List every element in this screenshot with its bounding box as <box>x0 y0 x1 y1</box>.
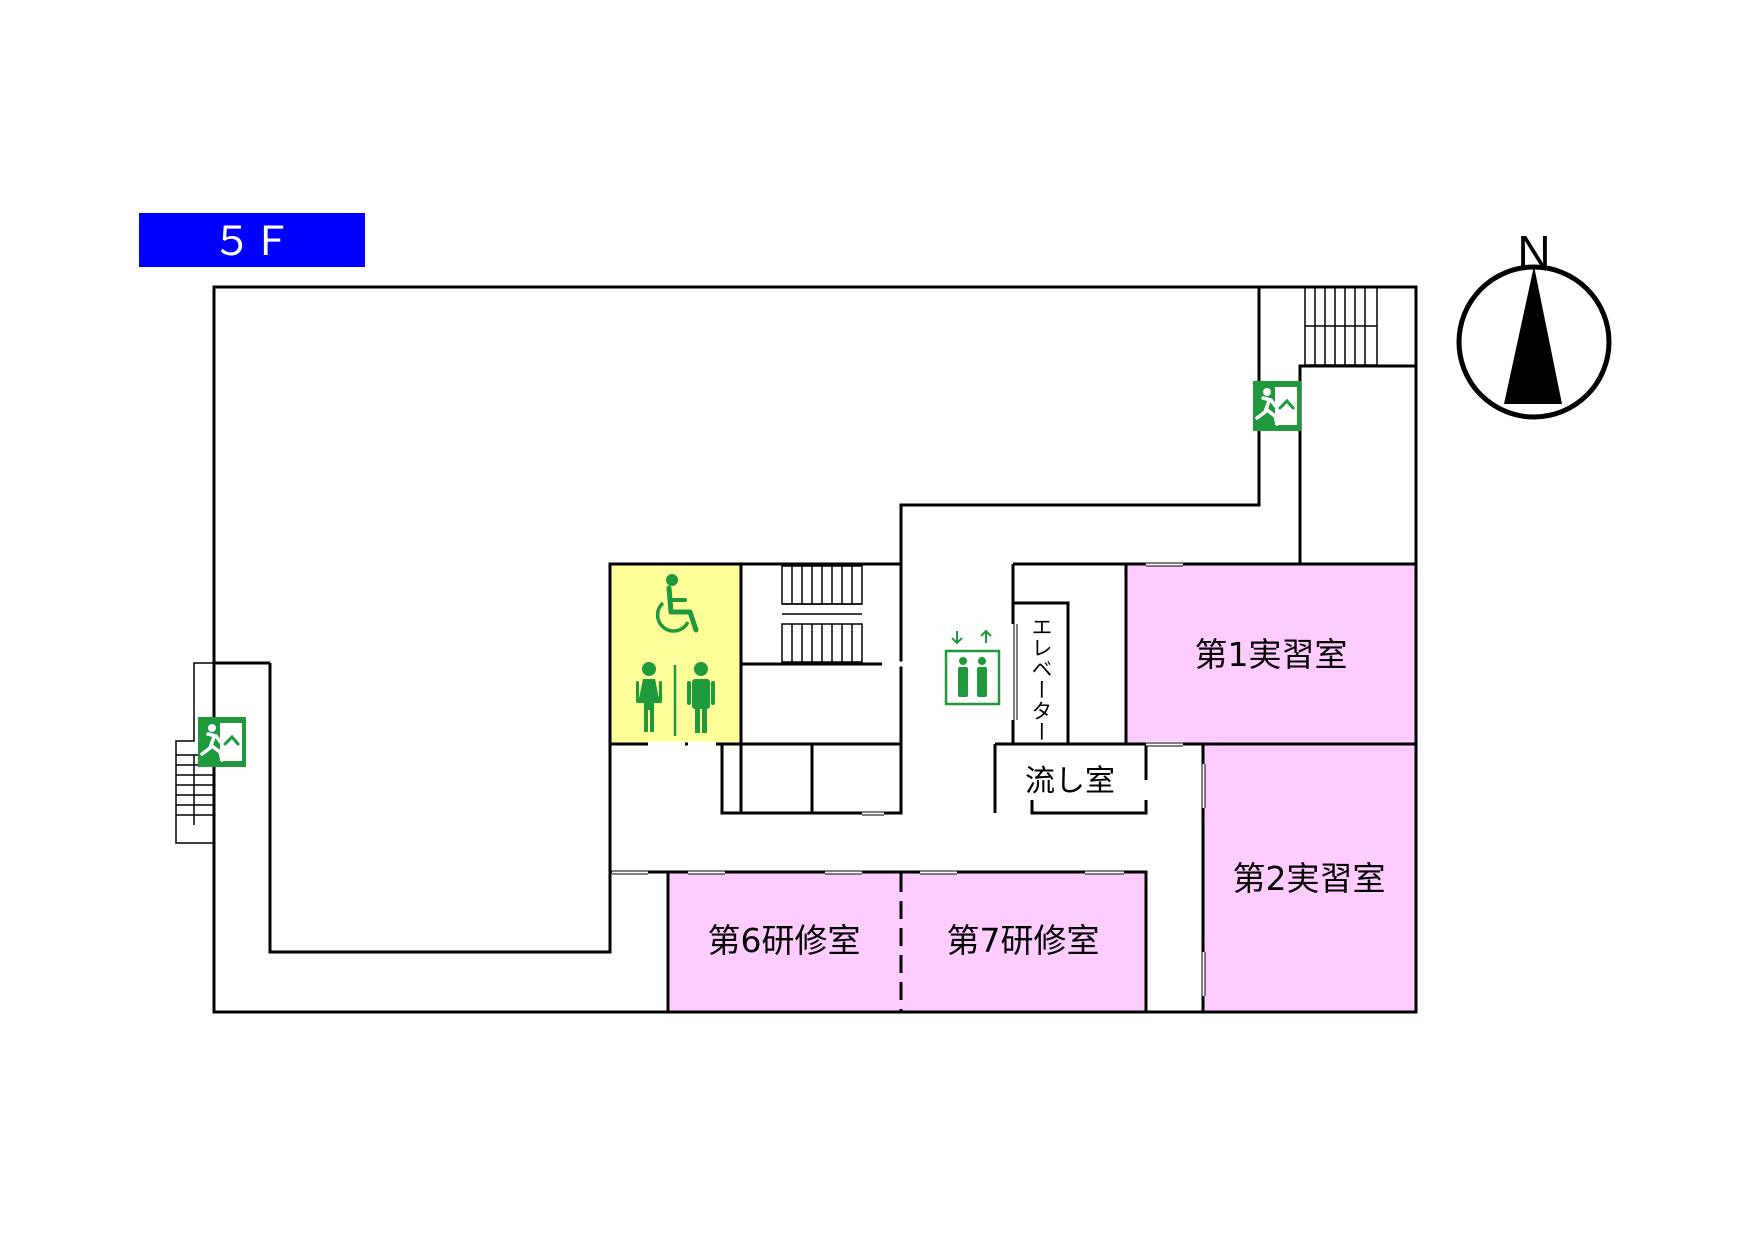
practice-room-2: 第2実習室 <box>1200 742 1418 1014</box>
restroom-men-icon <box>687 662 715 733</box>
elevator-label: エレベーター <box>1029 616 1053 742</box>
restroom <box>608 562 743 747</box>
floor-label: ５Ｆ <box>212 220 292 264</box>
restroom-women-icon <box>636 662 662 732</box>
north-label: N <box>1517 226 1550 278</box>
training-room-7-label: 第7研修室 <box>947 921 1100 960</box>
training-room-6-label: 第6研修室 <box>708 921 861 960</box>
floor-badge: ５Ｆ <box>139 213 365 267</box>
emergency-exit-icon <box>1253 381 1301 431</box>
elevator-icon <box>944 629 1001 706</box>
practice-room-1-label: 第1実習室 <box>1195 635 1348 674</box>
open-void <box>268 287 1261 954</box>
practice-room-1: 第1実習室 <box>1124 561 1418 747</box>
stairs-icon <box>1304 286 1378 366</box>
emergency-exit-icon <box>198 717 246 767</box>
central-stairs <box>720 564 904 816</box>
elevator-shaft: エレベーター <box>1010 601 1070 746</box>
training-room-6: 第6研修室 <box>612 869 903 1014</box>
west-stairs <box>175 661 270 844</box>
sink-room-label: 流し室 <box>1025 764 1115 799</box>
stairs-icon <box>781 565 863 663</box>
training-room-7: 第7研修室 <box>899 869 1148 1014</box>
north-arrow-icon: N <box>1456 226 1612 420</box>
sink-room: 流し室 <box>993 742 1148 815</box>
wheelchair-icon <box>655 574 699 633</box>
northeast-stairs <box>1298 286 1416 564</box>
stairs-icon <box>176 754 214 825</box>
practice-room-2-label: 第2実習室 <box>1233 859 1386 898</box>
